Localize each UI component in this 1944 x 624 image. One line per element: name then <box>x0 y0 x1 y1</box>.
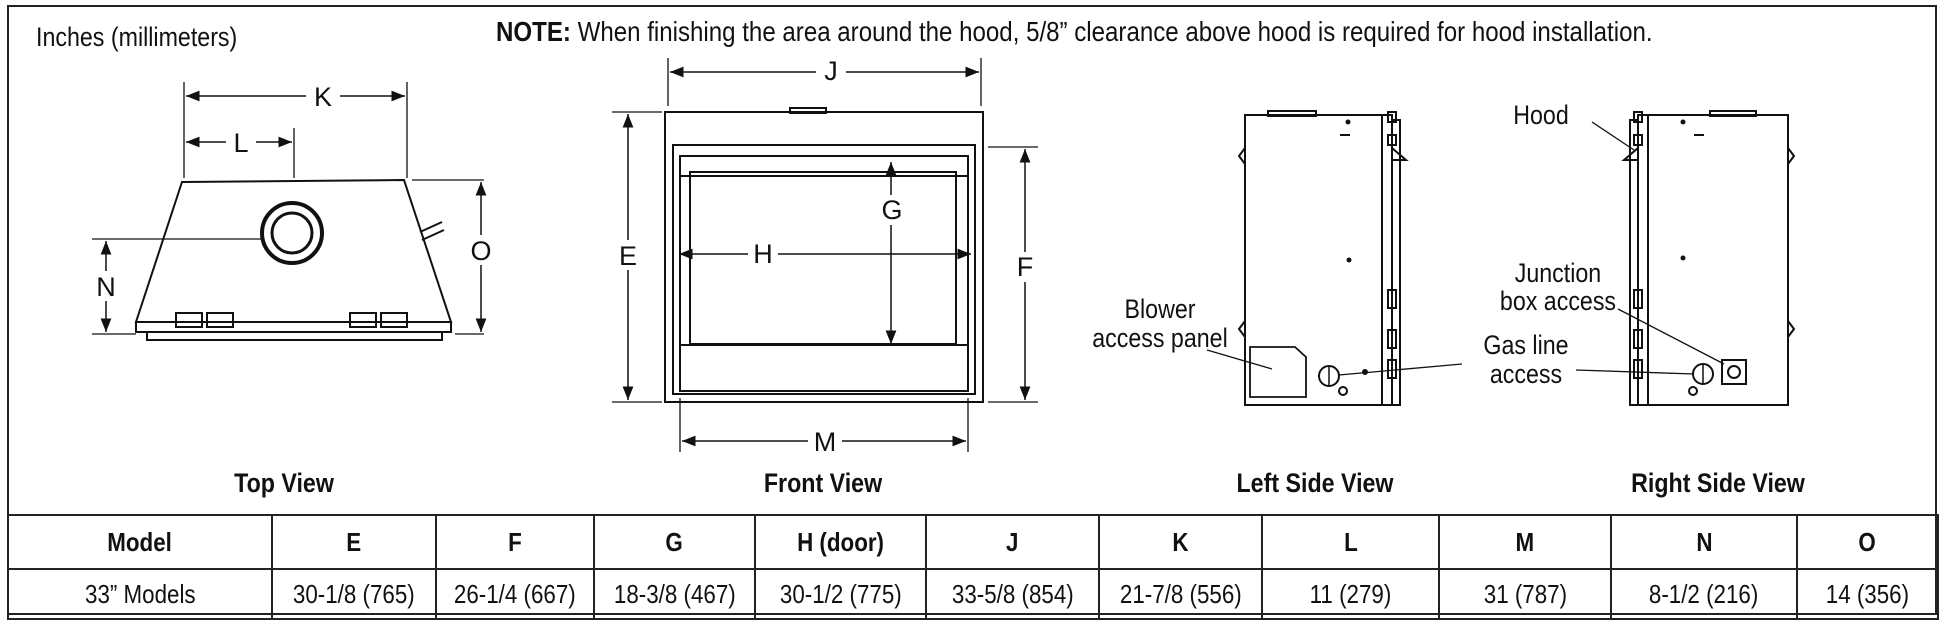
cell-g: 18-3/8 (467) <box>593 568 756 620</box>
header-k: K <box>1098 514 1263 570</box>
note-text: When finishing the area around the hood,… <box>570 16 1653 47</box>
front-dim-m-label: M <box>814 427 837 457</box>
cell-h-door: 30-1/2 (775) <box>754 568 927 620</box>
cell-n: 8-1/2 (216) <box>1610 568 1798 620</box>
front-view-drawing <box>612 58 1038 452</box>
dimensions-table: Model E F G H (door) J K L M N O 33” Mod… <box>7 514 1939 620</box>
left-side-view-drawing <box>1206 110 1463 406</box>
right-side-view-drawing <box>1575 110 1796 406</box>
gas-line-callout-line1: Gas line <box>1483 330 1568 360</box>
header-n: N <box>1610 514 1798 570</box>
junction-callout-line2: box access <box>1500 286 1616 316</box>
header-h-door: H (door) <box>754 514 927 570</box>
top-dim-k-label: K <box>314 82 332 112</box>
top-view-title: Top View <box>234 468 334 498</box>
front-dim-j-label: J <box>824 56 838 86</box>
header-l: L <box>1261 514 1440 570</box>
hood-callout: Hood <box>1513 100 1569 130</box>
header-j: J <box>925 514 1100 570</box>
left-side-view-title: Left Side View <box>1236 468 1394 498</box>
right-side-view-title: Right Side View <box>1631 468 1805 498</box>
cell-j: 33-5/8 (854) <box>925 568 1100 620</box>
top-dim-l-label: L <box>233 128 248 158</box>
cell-l: 11 (279) <box>1261 568 1440 620</box>
top-view-drawing <box>92 82 487 341</box>
top-dim-o-label: O <box>470 236 491 266</box>
table-header-row: Model E F G H (door) J K L M N O <box>7 514 1939 570</box>
top-dim-n-label: N <box>96 272 116 302</box>
front-dim-h-label: H <box>753 239 773 269</box>
cell-k: 21-7/8 (556) <box>1098 568 1263 620</box>
front-view-title: Front View <box>763 468 883 498</box>
cell-f: 26-1/4 (667) <box>435 568 595 620</box>
front-dim-f-label: F <box>1017 252 1034 282</box>
cell-o: 14 (356) <box>1796 568 1939 620</box>
front-dim-g-label: G <box>881 195 902 225</box>
front-dim-e-label: E <box>619 241 637 271</box>
header-model: Model <box>7 514 273 570</box>
header-g: G <box>593 514 756 570</box>
cell-model: 33” Models <box>7 568 273 620</box>
table-row: 33” Models 30-1/8 (765) 26-1/4 (667) 18-… <box>7 568 1939 620</box>
cell-m: 31 (787) <box>1438 568 1612 620</box>
junction-callout-line1: Junction <box>1515 258 1601 288</box>
note-prefix: NOTE: <box>496 16 571 47</box>
header-f: F <box>435 514 595 570</box>
blower-callout-line2: access panel <box>1092 323 1227 353</box>
header-e: E <box>271 514 437 570</box>
units-label: Inches (millimeters) <box>36 22 238 52</box>
header-m: M <box>1438 514 1612 570</box>
header-o: O <box>1796 514 1939 570</box>
cell-e: 30-1/8 (765) <box>271 568 437 620</box>
installation-note: NOTE: When finishing the area around the… <box>496 16 1653 48</box>
blower-callout-line1: Blower <box>1125 294 1196 324</box>
gas-line-callout-line2: access <box>1490 359 1562 389</box>
